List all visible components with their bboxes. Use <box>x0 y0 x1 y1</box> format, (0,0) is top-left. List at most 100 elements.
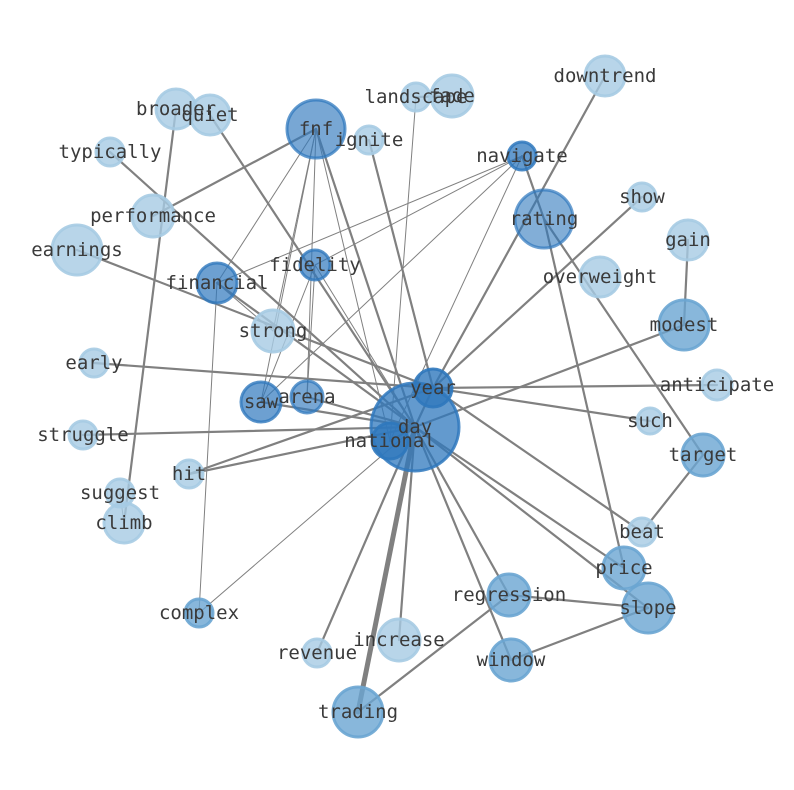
node-quiet <box>188 93 232 137</box>
node-label-regression: regression <box>452 584 566 606</box>
edge-day-complex <box>198 426 416 614</box>
node-label-gain: gain <box>665 229 711 251</box>
edge-day-struggle <box>81 425 417 437</box>
node-label-day: day <box>398 416 432 438</box>
edge-national-fnf <box>315 128 391 442</box>
node-label-arena: arena <box>278 386 335 408</box>
edge-year-anticipate <box>431 383 719 390</box>
node-fnf <box>285 98 347 160</box>
node-label-year: year <box>410 377 456 399</box>
node-early <box>78 347 110 379</box>
edge-navigate-fidelity <box>314 155 523 266</box>
node-financial <box>195 261 239 305</box>
node-label-financial: financial <box>166 272 269 294</box>
node-label-hit: hit <box>172 463 206 485</box>
node-rating <box>513 188 575 250</box>
node-label-modest: modest <box>650 314 719 336</box>
node-label-ignite: ignite <box>335 129 404 151</box>
node-typically <box>94 136 126 168</box>
node-label-saw: saw <box>244 391 279 413</box>
node-label-broader: broader <box>136 98 216 120</box>
node-label-show: show <box>619 186 665 208</box>
node-label-landscape: landscape <box>365 86 468 108</box>
node-gain <box>666 218 710 262</box>
node-trading <box>331 685 385 739</box>
node-complex <box>183 597 215 629</box>
edge-day-modest <box>413 323 686 429</box>
node-regression <box>486 572 532 618</box>
node-label-increase: increase <box>353 629 445 651</box>
node-label-earnings: earnings <box>31 239 123 261</box>
edge-year-show <box>431 195 644 390</box>
node-target <box>680 432 726 478</box>
edge-day-fnf <box>314 127 417 429</box>
node-label-window: window <box>477 649 546 671</box>
edge-navigate-saw <box>260 155 523 403</box>
edge-rating-price <box>542 217 626 570</box>
edge-year-such <box>431 386 652 423</box>
node-label-early: early <box>65 352 122 374</box>
node-label-navigate: navigate <box>476 145 568 167</box>
node-hit <box>173 458 205 490</box>
node-performance <box>130 193 176 239</box>
node-label-typically: typically <box>59 141 162 163</box>
node-label-such: such <box>627 410 673 432</box>
node-landscape <box>400 81 432 113</box>
edge-day-trading <box>355 424 418 715</box>
node-label-fnf: fnf <box>299 118 333 140</box>
edge-broader-climb <box>122 107 178 525</box>
node-year <box>412 367 454 409</box>
node-label-quiet: quiet <box>181 104 238 126</box>
node-modest <box>657 298 711 352</box>
edge-fnf-financial <box>216 128 317 284</box>
node-label-slope: slope <box>619 597 676 619</box>
node-national <box>370 421 410 461</box>
node-such <box>635 406 665 436</box>
edge-fnf-saw <box>260 128 317 403</box>
edge-fnf-performance <box>151 127 318 218</box>
edge-year-ignite <box>367 138 435 390</box>
node-earnings <box>50 223 104 277</box>
node-revenue <box>301 637 333 669</box>
node-saw <box>239 380 283 424</box>
node-layer <box>50 54 734 739</box>
edge-fnf-strong <box>272 128 317 332</box>
edge-regression-trading <box>356 593 511 714</box>
node-label-climb: climb <box>95 512 152 534</box>
edge-national-landscape <box>389 96 417 442</box>
node-ignite <box>353 124 385 156</box>
node-anticipate <box>700 368 734 402</box>
node-navigate <box>506 140 538 172</box>
edge-navigate-financial <box>216 155 523 284</box>
node-struggle <box>67 419 99 451</box>
node-label-suggest: suggest <box>80 482 160 504</box>
node-label-struggle: struggle <box>37 424 129 446</box>
node-label-fidelity: fidelity <box>269 254 361 276</box>
node-label-beat: beat <box>619 521 665 543</box>
node-label-fade: fade <box>429 85 475 107</box>
node-arena <box>289 379 325 415</box>
node-overweight <box>578 255 622 299</box>
node-label-downtrend: downtrend <box>554 65 657 87</box>
node-label-revenue: revenue <box>277 642 357 664</box>
node-increase <box>376 617 422 663</box>
node-label-performance: performance <box>90 205 216 227</box>
node-label-target: target <box>669 444 738 466</box>
node-label-national: national <box>344 430 436 452</box>
edge-financial-complex <box>198 282 218 614</box>
node-price <box>601 545 647 591</box>
node-label-anticipate: anticipate <box>660 374 774 396</box>
node-label-strong: strong <box>239 320 308 342</box>
node-label-trading: trading <box>318 701 398 723</box>
node-suggest <box>104 477 136 509</box>
node-label-price: price <box>595 557 652 579</box>
node-label-rating: rating <box>510 208 579 230</box>
node-label-overweight: overweight <box>543 266 657 288</box>
edge-year-beat <box>431 386 644 534</box>
node-window <box>488 637 534 683</box>
node-label-complex: complex <box>159 602 239 624</box>
node-strong <box>250 308 296 354</box>
node-slope <box>621 581 675 635</box>
